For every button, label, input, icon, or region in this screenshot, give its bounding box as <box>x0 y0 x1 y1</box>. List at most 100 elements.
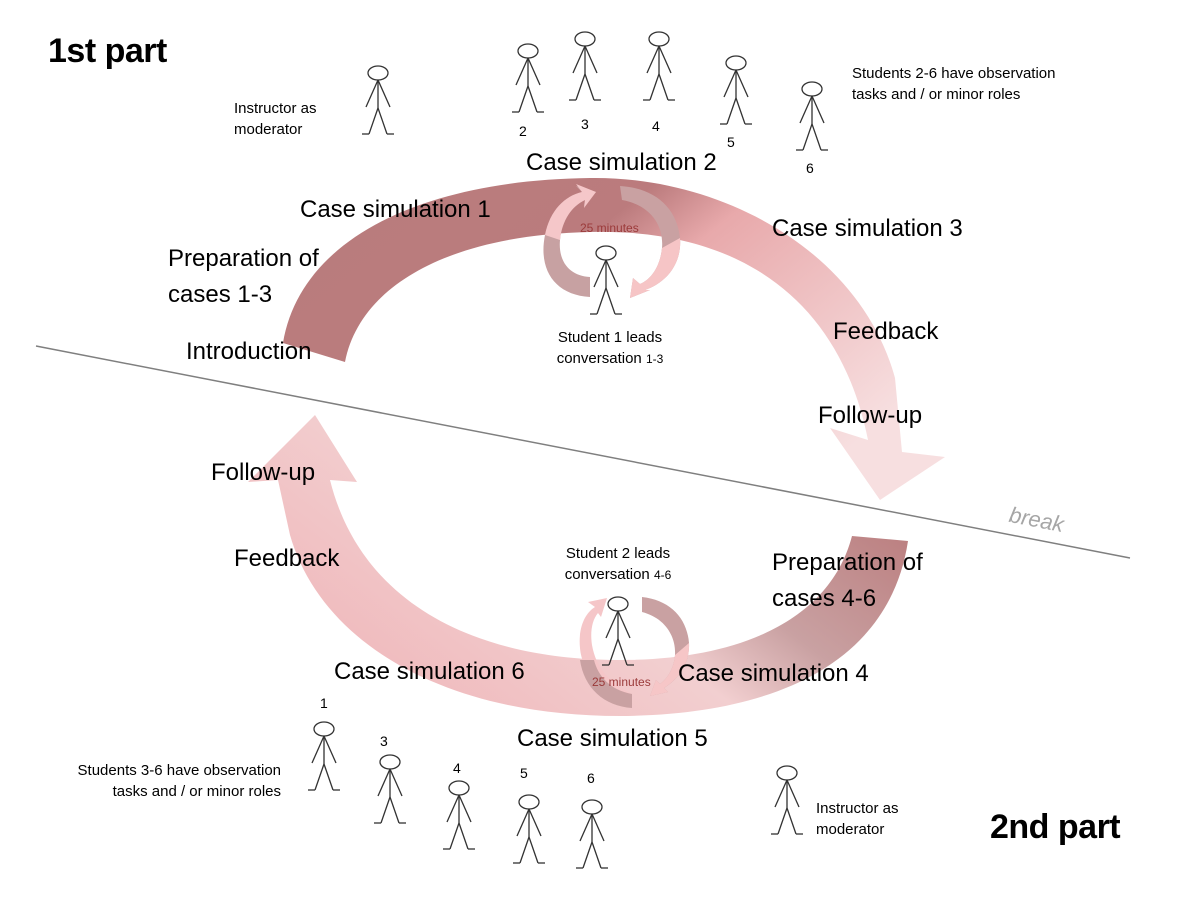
figure-limb <box>377 107 388 135</box>
part1-leader-line2: conversation <box>556 350 642 367</box>
part1-leader-label: Student 1 leads conversation 1-3 <box>550 327 670 370</box>
figure-limb <box>811 95 825 124</box>
figure-limb <box>516 808 530 837</box>
figure-limb <box>458 794 472 823</box>
figure-limb <box>368 107 379 135</box>
step-case-simulation-5: Case simulation 5 <box>517 725 708 752</box>
part1-observers-note-line2: tasks and / or minor roles <box>852 86 1021 103</box>
figure-limb <box>735 69 749 98</box>
figure-limb <box>617 638 628 666</box>
part1-instructor-label-line2: moderator <box>234 121 303 138</box>
figure-limb <box>735 97 746 125</box>
figure-limb <box>799 95 813 124</box>
figure-limb <box>527 57 541 86</box>
part2-student-number: 3 <box>380 733 388 749</box>
part1-instructor-label-line1: Instructor as <box>234 100 317 117</box>
step-case-simulation-2: Case simulation 2 <box>526 149 717 176</box>
part2-leader-range: 4-6 <box>653 568 672 582</box>
step-case-simulation-4: Case simulation 4 <box>678 660 869 687</box>
figure-limb <box>528 808 542 837</box>
part1-leader-range: 1-3 <box>645 352 664 366</box>
part1-cycle-duration: 25 minutes <box>580 221 639 235</box>
figure-head <box>595 245 617 261</box>
figure-limb <box>582 841 593 869</box>
step-feedback-1: Feedback <box>833 318 939 345</box>
part1-title: 1st part <box>48 32 167 70</box>
leader-figure-part2 <box>602 596 634 666</box>
part1-student-number: 4 <box>652 118 660 134</box>
figure-limb <box>389 768 403 797</box>
figure-limb <box>811 123 822 151</box>
step-follow-up-2: Follow-up <box>211 459 316 486</box>
figure-limb <box>786 779 800 808</box>
figure-limb <box>658 45 672 74</box>
step-preparation-1-3-line1: Preparation of <box>168 245 319 272</box>
figure-limb <box>723 69 737 98</box>
figure-limb <box>777 807 788 835</box>
part1-cycle-arrow-left-light <box>545 184 596 240</box>
figure-limb <box>380 796 391 824</box>
student-figure-part2 <box>308 721 340 791</box>
part1-student-number: 3 <box>581 116 589 132</box>
step-feedback-2: Feedback <box>234 545 340 572</box>
student-figure-part1 <box>796 81 828 151</box>
part1-observers-note-line1: Students 2-6 have observation <box>852 65 1056 82</box>
student-figure-part1 <box>512 43 544 113</box>
step-preparation-4-6-line1: Preparation of <box>772 549 923 576</box>
figure-limb <box>323 735 337 764</box>
step-preparation-1-3-line2: cases 1-3 <box>168 281 273 308</box>
figure-limb <box>377 79 391 108</box>
figure-head <box>574 31 596 47</box>
figure-limb <box>591 841 602 869</box>
figure-head <box>367 65 389 81</box>
figure-limb <box>658 73 669 101</box>
part2-instructor-label: Instructor as moderator <box>816 798 899 840</box>
part2-leader-line1: Student 2 leads <box>565 545 671 562</box>
part1-main-arrow <box>283 177 945 500</box>
figure-limb <box>605 259 619 288</box>
figure-limb <box>617 610 631 639</box>
part2-instructor-label-line1: Instructor as <box>816 800 899 817</box>
figure-limb <box>605 610 619 639</box>
figure-limb <box>575 73 586 101</box>
part2-leader-line2: conversation <box>564 566 650 583</box>
instructor-figure-part1 <box>362 65 394 135</box>
figure-limb <box>377 768 391 797</box>
figure-head <box>801 81 823 97</box>
figure-limb <box>519 836 530 864</box>
figure-limb <box>774 779 788 808</box>
part2-student-number: 4 <box>453 760 461 776</box>
step-follow-up-1: Follow-up <box>818 402 923 429</box>
figure-head <box>518 794 540 810</box>
figure-head <box>648 31 670 47</box>
figure-head <box>379 754 401 770</box>
figure-limb <box>458 822 469 850</box>
figure-limb <box>449 822 460 850</box>
part1-instructor-label: Instructor as moderator <box>234 98 317 140</box>
break-divider-line <box>35 345 1131 559</box>
figure-limb <box>596 287 607 315</box>
part2-leader-label: Student 2 leads conversation 4-6 <box>558 543 678 586</box>
figure-limb <box>608 638 619 666</box>
part2-main-arrow <box>248 415 908 716</box>
figure-head <box>581 799 603 815</box>
step-introduction: Introduction <box>186 338 312 365</box>
part1-student-number: 2 <box>519 123 527 139</box>
figure-limb <box>584 73 595 101</box>
step-case-simulation-1: Case simulation 1 <box>300 196 491 223</box>
step-case-simulation-3: Case simulation 3 <box>772 215 963 242</box>
part2-student-number: 6 <box>587 770 595 786</box>
figure-head <box>448 780 470 796</box>
figure-limb <box>314 763 325 791</box>
figure-limb <box>323 763 334 791</box>
figure-limb <box>528 836 539 864</box>
figure-head <box>725 55 747 71</box>
figure-head <box>776 765 798 781</box>
figure-limb <box>311 735 325 764</box>
figure-limb <box>389 796 400 824</box>
leader-figure-part1 <box>590 245 622 315</box>
student-figure-part1 <box>569 31 601 101</box>
part1-student-number: 5 <box>727 134 735 150</box>
